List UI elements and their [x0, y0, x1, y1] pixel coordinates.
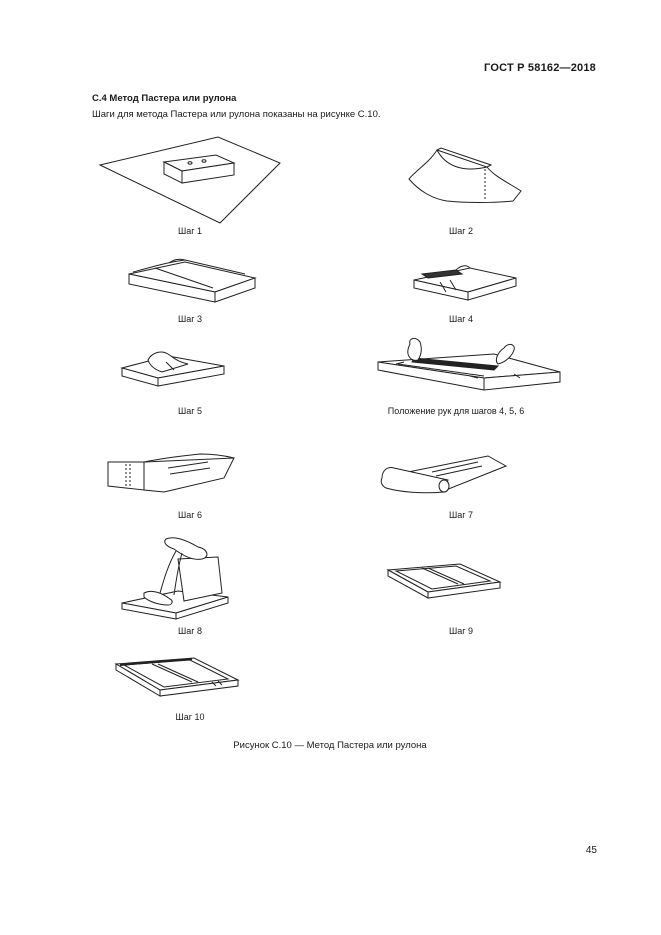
step-3-illustration — [125, 256, 260, 306]
step-8-illustration — [118, 535, 233, 620]
step-4-label: Шаг 4 — [448, 314, 474, 324]
step-7-label: Шаг 7 — [448, 510, 474, 520]
section-intro: Шаги для метода Пастера или рулона показ… — [92, 109, 381, 120]
standard-number: ГОСТ Р 58162—2018 — [484, 62, 596, 74]
step-7-illustration — [378, 450, 513, 498]
step-10-label: Шаг 10 — [175, 712, 205, 722]
hand-position-illustration — [374, 336, 564, 396]
step-3-label: Шаг 3 — [177, 314, 203, 324]
step-9-illustration — [384, 560, 504, 602]
section-title: С.4 Метод Пастера или рулона — [92, 93, 237, 104]
step-2-label: Шаг 2 — [448, 226, 474, 236]
step-6-illustration — [104, 448, 244, 498]
step-5-illustration — [118, 348, 228, 390]
step-6-label: Шаг 6 — [177, 510, 203, 520]
step-8-label: Шаг 8 — [177, 626, 203, 636]
step-10-illustration — [112, 656, 242, 700]
step-2-illustration — [405, 145, 525, 205]
step-9-label: Шаг 9 — [448, 626, 474, 636]
step-4-illustration — [410, 262, 520, 304]
figure-caption: Рисунок С.10 — Метод Пастера или рулона — [233, 740, 427, 751]
step-1-illustration — [98, 135, 283, 225]
step-1-label: Шаг 1 — [177, 226, 203, 236]
step-5-label: Шаг 5 — [177, 406, 203, 416]
page-number: 45 — [585, 845, 597, 856]
hand-position-label: Положение рук для шагов 4, 5, 6 — [387, 406, 525, 416]
